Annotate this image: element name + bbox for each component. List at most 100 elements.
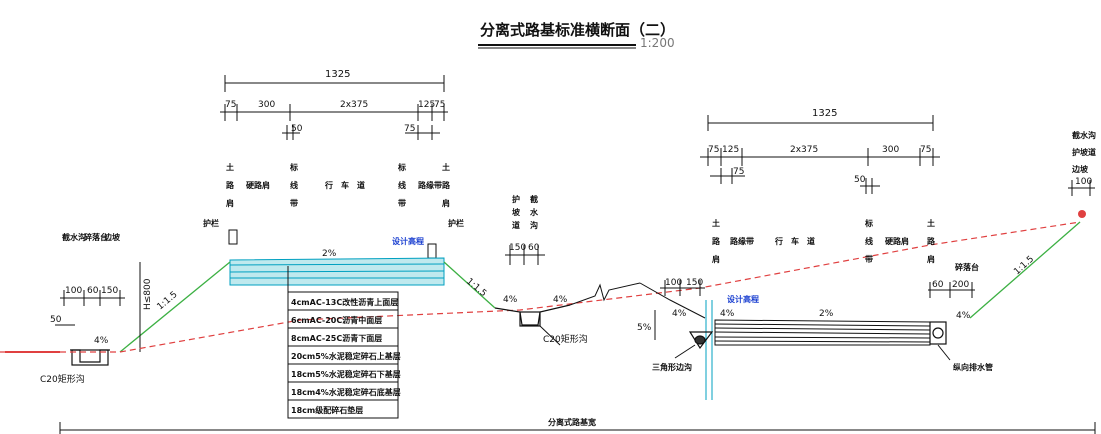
right-slope-ratio: 1:1.5 — [1012, 254, 1036, 277]
left-ditch-dim-60: 60 — [87, 286, 99, 296]
left-total-width: 1325 — [325, 69, 350, 80]
svg-text:边坡: 边坡 — [1071, 164, 1089, 174]
right-design-elevation: 设计高程 — [727, 294, 759, 304]
svg-text:截水沟: 截水沟 — [1072, 130, 1096, 140]
left-dim-50: 50 — [291, 124, 303, 134]
right-dim-100: 100 — [665, 278, 682, 288]
left-label-stripe-r: 标线带 — [397, 162, 406, 208]
right-label-lanes: 行 车 道 — [774, 236, 815, 246]
left-dim-75b: 75 — [434, 100, 445, 110]
pavement-layer-table — [287, 266, 399, 419]
left-dim-75c: 75 — [404, 124, 415, 134]
right-slope-4a: 4% — [672, 309, 687, 319]
pavement-layer-7: 18cm级配碎石垫层 — [291, 405, 363, 415]
top-right-dims — [1068, 180, 1095, 196]
right-cut-slope — [969, 221, 1081, 319]
left-slope-ratio-r: 1:1.5 — [464, 277, 488, 299]
svg-text:护: 护 — [512, 194, 520, 204]
right-dim-5pct: 5% — [637, 323, 652, 333]
pavement-layer-1: 4cmAC-13C改性沥青上面层 — [291, 297, 398, 307]
right-left-dims — [654, 280, 975, 340]
right-crossfall: 2% — [819, 309, 834, 319]
left-guardrail-post — [228, 229, 238, 245]
left-ditch-height: H≤800 — [143, 278, 153, 310]
drawing-title: 分离式路基标准横断面（二） — [480, 21, 675, 39]
right-dim-2x375: 2x375 — [790, 145, 818, 155]
right-dim-150: 150 — [686, 278, 703, 288]
left-dim-300: 300 — [258, 100, 275, 110]
left-fill-slope — [119, 261, 231, 353]
right-triangle-drain — [688, 331, 714, 350]
svg-text:护坡道: 护坡道 — [1072, 147, 1096, 157]
right-berm-label: 碎落台 — [955, 262, 979, 272]
left-label-shoulder-l: 土路肩 — [226, 162, 235, 208]
left-design-elevation: 设计高程 — [392, 236, 424, 246]
left-pavement — [229, 257, 445, 286]
middle-slope-b: 4% — [553, 295, 568, 305]
svg-text:沟: 沟 — [530, 220, 538, 230]
left-dim-2x375: 2x375 — [340, 100, 368, 110]
right-sub-dimensions — [700, 148, 940, 166]
middle-dims — [505, 245, 545, 265]
left-right-slope — [443, 261, 496, 309]
right-label-marker: 路缘带 — [730, 236, 754, 246]
right-total-dimension: 1325 — [707, 108, 934, 131]
top-right-labels: 截水沟 护坡道 边坡 — [1071, 130, 1096, 174]
left-label-shoulder-r: 土路肩 — [442, 162, 451, 208]
right-zone-labels: 土路肩 路缘带 行 车 道 标线带 硬路肩 土路肩 — [712, 218, 936, 264]
left-zone-labels: 土路肩 硬路肩 标线带 行 车 道 标线带 路缘带 土路肩 — [226, 162, 451, 208]
left-label-lanes: 行 车 道 — [324, 180, 365, 190]
right-dim-125: 125 — [722, 145, 739, 155]
left-label-marker: 路缘带 — [418, 180, 442, 190]
middle-ditch-name: C20矩形沟 — [543, 333, 588, 345]
right-label-stripe: 标线带 — [864, 218, 873, 264]
pavement-layer-6: 18cm4%水泥稳定碎石底基层 — [291, 387, 401, 397]
svg-text:碎落台: 碎落台 — [84, 232, 108, 242]
right-triangle-drain-leader — [674, 344, 696, 359]
right-long-drain-label: 纵向排水管 — [953, 362, 993, 372]
right-long-drain-leader — [937, 344, 951, 361]
right-label-hard-shoulder: 硬路肩 — [885, 236, 909, 246]
left-ditch-dims — [55, 262, 141, 352]
right-berm-dim-200: 200 — [952, 280, 969, 290]
left-guardrail-label: 护栏 — [203, 218, 219, 228]
right-slope-4b: 4% — [720, 309, 735, 319]
right-dim-75c: 75 — [733, 167, 744, 177]
left-ditch-slope: 4% — [94, 336, 109, 346]
svg-text:截水沟: 截水沟 — [62, 232, 86, 242]
right-long-drain — [929, 321, 947, 345]
pavement-layer-3: 8cmAC-25C沥青下面层 — [291, 333, 382, 343]
right-guardrail-post — [427, 243, 437, 259]
right-dim-50: 50 — [854, 175, 866, 185]
middle-slope-a: 4% — [503, 295, 518, 305]
left-ditch-dim-150: 150 — [101, 286, 118, 296]
top-right-marker — [1078, 210, 1086, 218]
right-dim-75a: 75 — [708, 145, 719, 155]
ground-line — [0, 221, 1081, 353]
svg-text:道: 道 — [512, 220, 520, 230]
right-dim-300: 300 — [882, 145, 899, 155]
left-total-dimension: 1325 — [224, 69, 445, 92]
left-sub-dimensions — [220, 104, 448, 121]
top-right-dim-100: 100 — [1075, 177, 1092, 187]
left-dim-125: 125 — [418, 100, 435, 110]
right-label-shoulder-l: 土路肩 — [712, 218, 721, 264]
right-dim-75b: 75 — [920, 145, 931, 155]
left-crossfall: 2% — [322, 249, 337, 259]
svg-text:截: 截 — [530, 194, 538, 204]
pavement-layer-4: 20cm5%水泥稳定碎石上基层 — [291, 351, 401, 361]
right-label-shoulder-r: 土路肩 — [927, 218, 936, 264]
right-slope-4c: 4% — [956, 311, 971, 321]
right-total-width: 1325 — [812, 108, 837, 119]
left-dim-50-marks — [282, 125, 440, 140]
left-ditch-shape — [70, 349, 110, 366]
right-berm-dim-60: 60 — [932, 280, 944, 290]
svg-text:边坡: 边坡 — [103, 232, 121, 242]
left-ditch-labels: 截水沟 碎落台 边坡 — [62, 232, 121, 242]
middle-dim-60: 60 — [528, 243, 540, 253]
right-inner-slope — [639, 282, 706, 319]
middle-ditch — [494, 304, 571, 327]
left-dim-75a: 75 — [225, 100, 236, 110]
middle-ditch-leader — [539, 325, 561, 346]
